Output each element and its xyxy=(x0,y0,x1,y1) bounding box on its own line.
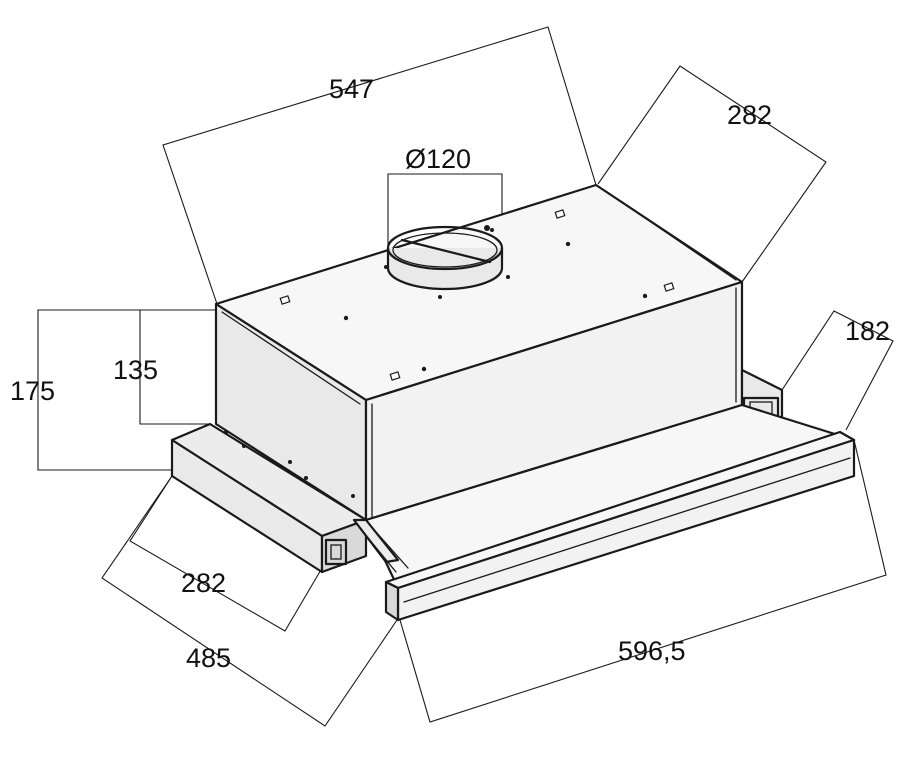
dimension-lines xyxy=(37,26,894,727)
duct-collar xyxy=(386,225,504,291)
rail-screw xyxy=(351,494,355,498)
dim-line-depth-bottom xyxy=(129,475,323,632)
screw-hole xyxy=(490,228,494,232)
label-duct-diameter: Ø120 xyxy=(405,144,471,174)
label-depth-bottom: 282 xyxy=(181,568,226,598)
front-visor xyxy=(384,430,856,622)
mounting-slot xyxy=(279,295,291,305)
dim-line-height-body xyxy=(139,309,216,425)
dim-line-width-front xyxy=(399,439,887,723)
label-width-top: 547 xyxy=(329,74,374,104)
rail-screw xyxy=(288,460,292,464)
slider-rail-left xyxy=(352,518,400,564)
screw-hole xyxy=(438,295,442,299)
label-width-front: 596,5 xyxy=(618,636,686,666)
dim-line-depth-total xyxy=(101,475,398,727)
label-depth-total: 485 xyxy=(186,643,231,673)
label-height-total: 175 xyxy=(10,376,55,406)
dim-line-duct-diameter xyxy=(387,173,503,248)
mounting-holes xyxy=(279,209,675,381)
dim-line-height-total xyxy=(37,309,216,471)
rear-rail xyxy=(170,422,368,574)
mounting-slot xyxy=(663,282,675,292)
screw-hole xyxy=(565,241,571,247)
rear-switch-housing xyxy=(324,538,348,566)
duct-collar-rim xyxy=(386,225,504,271)
hood-edge-inner xyxy=(603,189,737,281)
rail-screw xyxy=(242,444,246,448)
duct-collar-inner xyxy=(392,232,498,268)
dim-line-depth-extension xyxy=(781,310,894,431)
dim-line-width-top xyxy=(162,26,597,305)
screw-hole xyxy=(642,293,648,299)
visor-inner-line xyxy=(403,457,851,603)
hood-edge-inner xyxy=(221,311,361,405)
slider-rail-line xyxy=(359,527,397,573)
rear-switch xyxy=(330,544,342,560)
mounting-slot xyxy=(554,209,566,219)
rail-screw xyxy=(304,476,308,480)
mounting-slot xyxy=(389,371,401,381)
label-depth-extension: 182 xyxy=(845,316,890,346)
duct-flap xyxy=(400,238,492,264)
slider-rail-line xyxy=(375,531,409,569)
label-depth-top: 282 xyxy=(727,100,772,130)
screw-hole xyxy=(421,366,427,372)
dimension-labels: 547 282 Ø120 182 175 135 282 485 596,5 xyxy=(10,74,890,673)
label-height-body: 135 xyxy=(113,355,158,385)
screw-hole xyxy=(506,275,510,279)
visor-end-face xyxy=(384,580,400,622)
rail-screw xyxy=(224,430,228,434)
duct-screw xyxy=(484,225,490,231)
dim-line-depth-top xyxy=(597,65,827,283)
screw-hole xyxy=(343,315,349,321)
